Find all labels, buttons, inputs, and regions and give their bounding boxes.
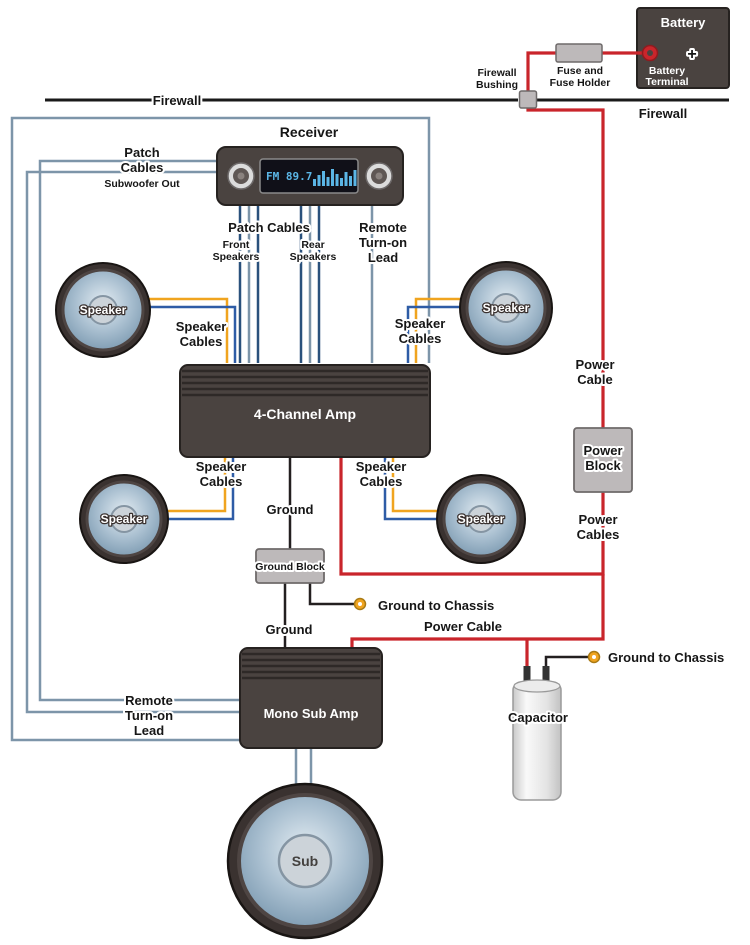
label-power-cable-center: Power Cable [424,619,502,634]
label-ground-to-chassis-2: Ground to Chassis [608,650,724,665]
spectrum-bars-icon [313,169,357,186]
label-speaker-cables-fr-2: Cables [399,331,442,346]
battery-box [636,7,730,89]
label-ground-block: Ground Block [255,561,325,573]
label-battery-terminal-2: Terminal [646,76,689,88]
label-remote-lead-top-1: Remote [359,220,407,235]
label-battery-terminal-1: Battery [649,65,685,77]
monoamp-label: Mono Sub Amp [264,706,359,721]
battery [636,7,730,89]
speaker-rear-left: Speaker [79,474,169,564]
label-speaker-cables-rl-2: Cables [200,474,243,489]
speaker-label: Speaker [483,301,530,315]
battery-terminal-hole [647,50,653,56]
label-firewall-bushing-2: Bushing [476,79,518,91]
label-patch-cables-left-1: Patch [124,145,159,160]
speaker-label: Speaker [101,512,148,526]
label-rear-speakers-1: Rear [301,239,324,251]
label-speaker-cables-fl-1: Speaker [176,319,227,334]
remote-turn-on-loop-wire [10,116,431,742]
ring-terminal-hole [592,655,596,659]
receiver: FM 89.7 [216,146,404,206]
label-battery: Battery [661,15,707,30]
ground-block [255,548,325,584]
label-remote-lead-bottom-2: Turn-on [125,708,173,723]
label-fuse-1: Fuse and [557,65,603,77]
label-speaker-cables-rl-1: Speaker [196,459,247,474]
speaker-cable-rr-a [391,457,441,513]
speaker-front-left: Speaker [55,262,151,358]
power-block [573,427,633,493]
label-fuse-2: Fuse Holder [550,77,611,89]
label-front-speakers-1: Front [223,239,250,251]
subwoofer: Sub [226,782,384,940]
capacitor-terminal [542,666,550,684]
speaker-cable-rl-a [165,457,227,513]
label-battery-plus: + [687,46,696,63]
power-cable-block-to-monoamp [350,574,605,648]
label-patch-cables-left-2: Cables [121,160,164,175]
label-speaker-cables-fr-1: Speaker [395,316,446,331]
speaker-label: Speaker [80,303,127,317]
speaker-cable-fl-a [149,297,229,363]
ring-terminal-hole [358,602,362,606]
capacitor-top [513,679,561,693]
label-power-cable-right-1: Power [575,357,614,372]
tuner-knob-cap [375,172,383,180]
subwoofer-patch-wire-1 [38,159,240,702]
label-ground-top: Ground [267,502,314,517]
capacitor-terminal [523,666,531,684]
label-receiver: Receiver [280,124,339,140]
label-power-cable-right-2: Cable [577,372,612,387]
ground-wire-block-to-chassis [308,583,354,606]
label-remote-lead-bottom-3: Lead [134,723,164,738]
label-power-cables-2: Cables [577,527,620,542]
monoamp-body [239,647,383,749]
amp4-heatsink-fins-icon [182,369,428,397]
speaker-cable-fr-a [414,297,462,363]
speaker-cable-rl-b [167,457,235,521]
label-remote-lead-top-3: Lead [368,250,398,265]
amp4-label: 4-Channel Amp [254,406,356,422]
label-rear-speakers-2: Speakers [290,251,337,263]
label-front-speakers-2: Speakers [213,251,260,263]
label-power-cables-1: Power [578,512,617,527]
speaker-label: Speaker [458,512,505,526]
volume-knob-cap [237,172,245,180]
label-speaker-cables-rr-1: Speaker [356,459,407,474]
label-firewall-bushing-1: Firewall [477,67,516,79]
label-ground-to-chassis-1: Ground to Chassis [378,598,494,613]
label-subwoofer-out: Subwoofer Out [104,178,180,190]
label-capacitor: Capacitor [508,710,568,725]
capacitor [512,666,562,801]
speaker-cable-fr-b [406,305,464,363]
ground-wire-capacitor-to-chassis [544,655,588,676]
firewall-bushing-icon [518,90,538,109]
four-channel-amp: 4-Channel Amp [179,364,431,458]
fuse-holder-icon [555,43,603,63]
label-firewall-left: Firewall [153,93,201,108]
label-power-block-2: Block [585,458,621,473]
speaker-cable-rr-b [383,457,439,521]
sub-label: Sub [292,853,318,869]
speaker-cable-fl-b [147,305,237,363]
mono-sub-amp: Mono Sub Amp [239,647,383,749]
label-remote-lead-bottom-1: Remote [125,693,173,708]
label-remote-lead-top-2: Turn-on [359,235,407,250]
label-speaker-cables-rr-2: Cables [360,474,403,489]
speaker-front-right: Speaker [459,261,553,355]
station-readout: FM 89.7 [266,170,312,183]
label-power-block-1: Power [583,443,622,458]
speaker-rear-right: Speaker [436,474,526,564]
power-cable-block-to-amp4 [339,457,605,576]
label-patch-cables-center: Patch Cables [228,220,310,235]
label-speaker-cables-fl-2: Cables [180,334,223,349]
subwoofer-patch-wire-2 [25,170,240,714]
label-firewall-right: Firewall [639,106,687,121]
label-ground-bottom: Ground [266,622,313,637]
monoamp-heatsink-fins-icon [242,652,380,680]
capacitor-body [512,681,562,801]
